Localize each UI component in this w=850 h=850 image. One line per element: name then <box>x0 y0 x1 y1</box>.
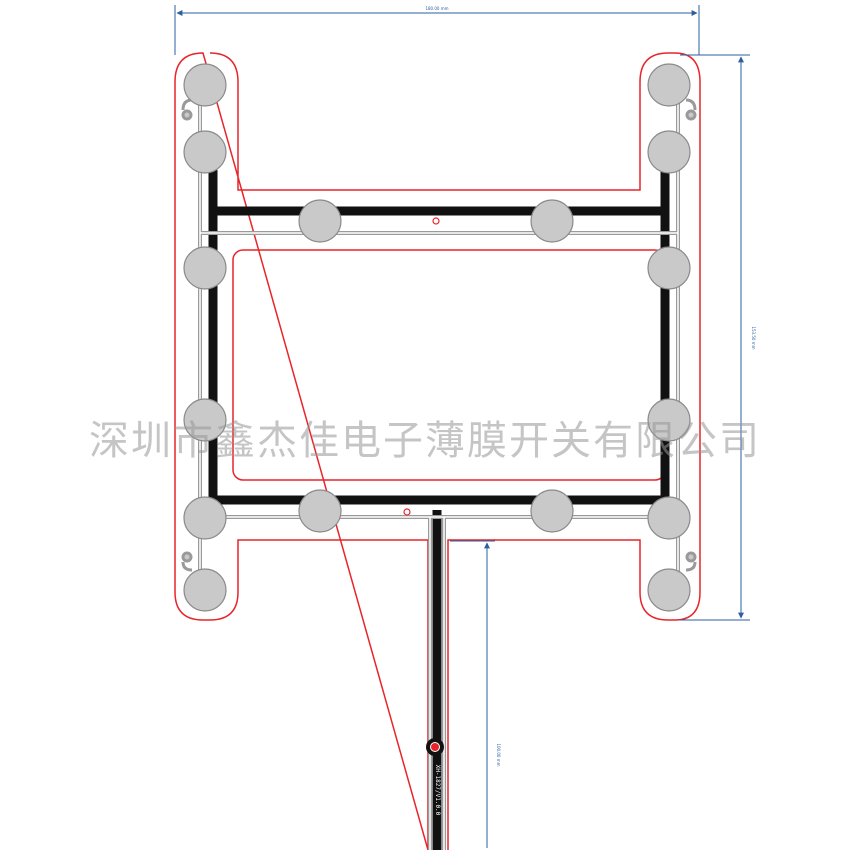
tail-dimension-label: 100.00 mm <box>496 743 501 766</box>
width-dimension-label: 180.00 mm <box>425 6 448 11</box>
corner-hooks <box>181 98 697 572</box>
pad <box>647 496 691 540</box>
registration-marks <box>403 217 440 516</box>
pad <box>183 568 227 612</box>
pad <box>298 199 342 243</box>
pad <box>647 398 691 442</box>
tail-marker-center <box>430 742 440 752</box>
pad <box>183 63 227 107</box>
part-number-label: XH-1827/V1.0.0 <box>434 765 441 816</box>
height-dimension-label: 153.50 mm <box>751 326 756 349</box>
pad <box>183 398 227 442</box>
pad <box>647 63 691 107</box>
outer-outline <box>174 52 701 850</box>
inner-window-outline <box>232 249 666 481</box>
pad <box>647 246 691 290</box>
pad <box>183 130 227 174</box>
pad <box>530 489 574 533</box>
pad <box>647 568 691 612</box>
pads <box>183 63 691 612</box>
dimension-lines <box>174 5 750 848</box>
pad <box>647 130 691 174</box>
pad <box>183 246 227 290</box>
pad <box>298 489 342 533</box>
dark-traces <box>208 170 670 850</box>
pad <box>530 199 574 243</box>
pad <box>183 496 227 540</box>
